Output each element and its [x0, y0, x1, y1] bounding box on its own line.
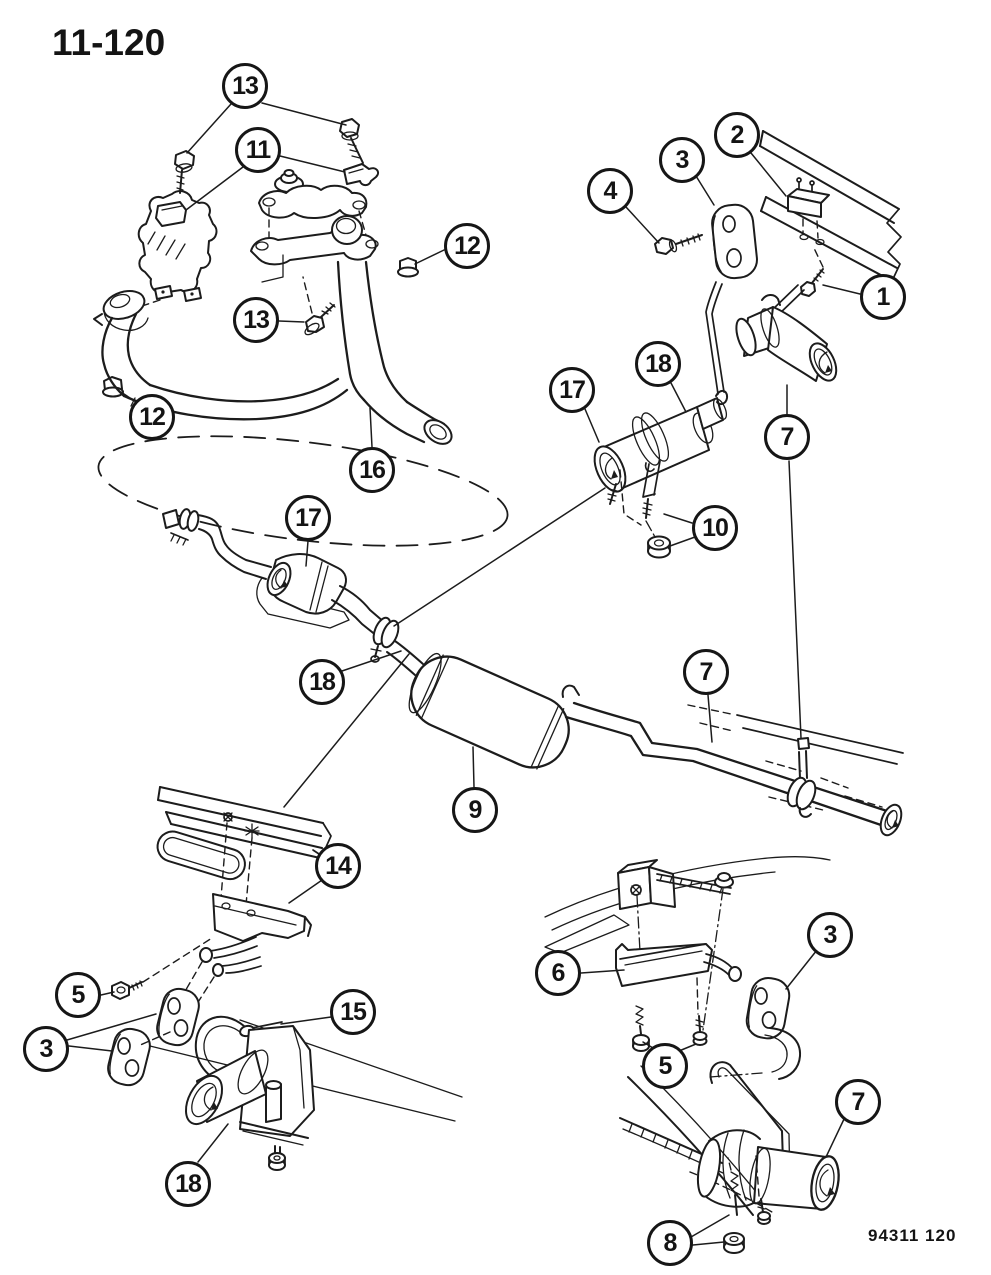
callout-2: 2: [714, 112, 760, 158]
y-pipe-16: [101, 260, 453, 445]
frame-bracket-bottom-mid: [617, 859, 734, 1031]
tailpipe-tip-7-bottom: [696, 1129, 840, 1211]
bolt-4: [654, 233, 703, 255]
callout-16: 16: [349, 447, 395, 493]
callout-7: 7: [683, 649, 729, 695]
floor-pan-curves: [544, 856, 831, 954]
exhaust-donut-gasket: [93, 290, 149, 398]
callout-18: 18: [165, 1161, 211, 1207]
callout-3: 3: [807, 912, 853, 958]
bolt-1: [800, 245, 825, 297]
callout-10: 10: [692, 505, 738, 551]
callout-7: 7: [835, 1079, 881, 1125]
fasteners-8: [723, 1155, 771, 1254]
callout-6: 6: [535, 950, 581, 996]
heat-shield: [156, 830, 246, 881]
underbody-dashed-outline: [97, 435, 509, 547]
insulators-3-left: [107, 987, 200, 1087]
callout-3: 3: [659, 137, 705, 183]
bolt-5-left: [111, 937, 213, 1000]
callout-9: 9: [452, 787, 498, 833]
frame-rail-top-right: [759, 130, 902, 282]
callout-5: 5: [642, 1043, 688, 1089]
hanger-bracket-2: [787, 177, 830, 239]
manifold-clamp-and-bolts: [155, 118, 379, 227]
leader-lines: [66, 102, 861, 1246]
callout-13: 13: [233, 297, 279, 343]
muffler-9: [386, 640, 580, 770]
callout-17: 17: [285, 495, 331, 541]
detail-reference-line-clamp: [393, 487, 606, 627]
callout-4: 4: [587, 168, 633, 214]
callout-18: 18: [299, 659, 345, 705]
callout-3: 3: [23, 1026, 69, 1072]
pipe-clamp-18-mid: [370, 616, 400, 663]
support-bracket-14: [179, 893, 312, 1019]
outlet-pipe-assembly-18: [184, 1025, 315, 1171]
callout-12: 12: [444, 223, 490, 269]
callout-11: 11: [235, 127, 281, 173]
hanger-bracket-6: [615, 943, 742, 1015]
crossmember: [157, 786, 332, 906]
callout-17: 17: [549, 367, 595, 413]
insulator-3-bottom-mid: [745, 977, 802, 1080]
figure-code: 94311 120: [868, 1226, 957, 1245]
callout-5: 5: [55, 972, 101, 1018]
page-title: 11-120: [52, 22, 166, 63]
callout-15: 15: [330, 989, 376, 1035]
front-pipe: [162, 508, 272, 580]
tailpipe-7: [564, 701, 903, 837]
callout-1: 1: [860, 274, 906, 320]
catalytic-converter-17: [256, 553, 385, 637]
exhaust-flange-assembly: [250, 184, 419, 336]
callout-18: 18: [635, 341, 681, 387]
tailpipe-clamp-hanger-7: [786, 737, 817, 818]
frame-rails-mid-right: [687, 704, 904, 811]
callout-8: 8: [647, 1220, 693, 1266]
callout-12: 12: [129, 394, 175, 440]
callout-14: 14: [315, 843, 361, 889]
tailpipe-detail-7-top: [735, 294, 838, 382]
callout-7: 7: [764, 414, 810, 460]
insulator-3-top-right: [711, 203, 758, 280]
detail-reference-line-crossmember: [283, 653, 410, 808]
converter-clamp-detail: [593, 390, 729, 559]
callout-13: 13: [222, 63, 268, 109]
